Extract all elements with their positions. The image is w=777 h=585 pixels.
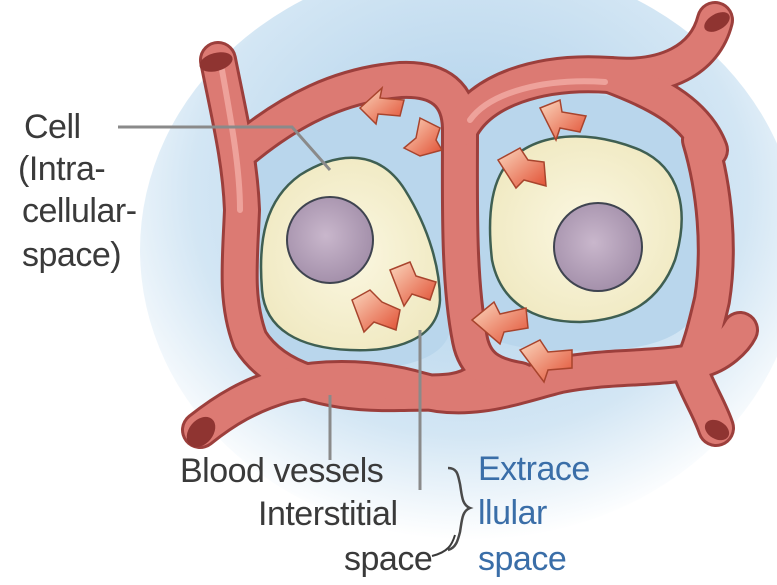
cell-label-line2: (Intra- bbox=[18, 150, 105, 188]
cell-label-line3: cellular- bbox=[22, 192, 137, 230]
left-nucleus bbox=[287, 197, 373, 283]
extracellular-label-line3: space bbox=[478, 540, 566, 578]
extracellular-label-line1: Extrace bbox=[478, 450, 590, 488]
extracellular-label-line2: llular bbox=[478, 494, 547, 532]
interstitial-label-line1: Interstitial bbox=[258, 495, 398, 533]
blood-vessels-label: Blood vessels bbox=[180, 452, 383, 490]
interstitial-label-line2: space bbox=[344, 540, 432, 578]
cell-label-line4: space) bbox=[22, 236, 121, 274]
right-nucleus bbox=[554, 203, 642, 291]
cell-label-line1: Cell bbox=[24, 108, 81, 146]
